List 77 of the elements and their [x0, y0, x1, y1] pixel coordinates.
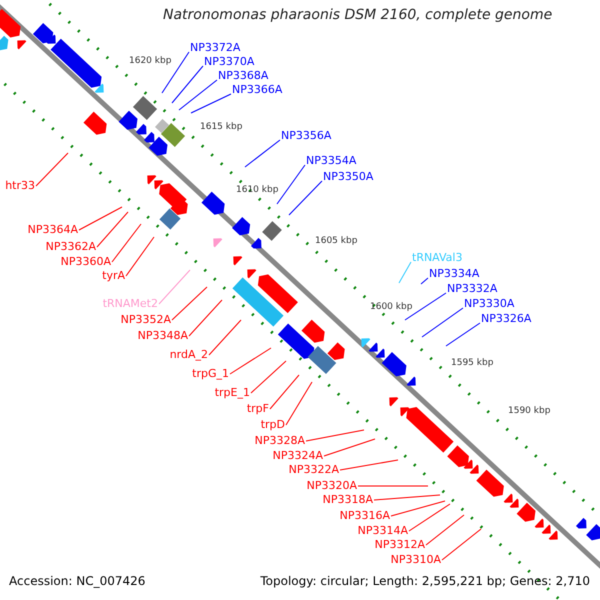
gene-label: NP3324A	[272, 450, 323, 462]
leader-line	[188, 300, 222, 336]
leader-line	[230, 348, 272, 374]
leader-line	[208, 320, 242, 356]
gene-label: NP3318A	[322, 494, 373, 506]
gene-label: NP3372A	[190, 42, 240, 54]
leader-line	[178, 80, 218, 110]
leader-line	[390, 500, 446, 516]
tick-label: 1605 kbp	[315, 235, 358, 247]
tick-label: 1610 kbp	[236, 184, 278, 196]
gene-label: htr33	[5, 180, 35, 192]
gene-label: NP3350A	[323, 171, 374, 183]
gene-label: trpG_1	[192, 368, 229, 380]
leader-line	[420, 278, 428, 284]
gene-label: trpF	[246, 403, 269, 415]
leader-line	[286, 382, 312, 426]
leader-line	[78, 206, 122, 230]
gene-label: NP3348A	[138, 330, 188, 342]
gene-label: NP3334A	[429, 268, 480, 280]
leader-line	[340, 460, 398, 470]
gene-label: tyrA	[102, 270, 125, 282]
leader-line	[288, 180, 322, 216]
gene-label: nrdA_2	[170, 349, 208, 361]
leader-line	[276, 164, 306, 204]
leader-line	[398, 262, 412, 284]
gene-label: tRNAMet2	[102, 298, 158, 310]
tick-label: 1615 kbp	[200, 121, 242, 133]
leader-line	[404, 292, 446, 320]
leader-line	[244, 140, 280, 168]
leader-line	[112, 224, 142, 262]
leader-line	[422, 308, 464, 338]
gene-label: NP3362A	[46, 241, 96, 253]
leader-line	[36, 152, 68, 186]
leader-line	[162, 52, 190, 94]
leader-line	[172, 66, 204, 104]
gene-label: NP3368A	[218, 70, 268, 82]
gene-label: NP3328A	[254, 435, 305, 447]
gene-label: NP3326A	[481, 313, 532, 325]
gene-label: NP3314A	[358, 525, 408, 537]
leader-line	[408, 504, 450, 532]
gene-label: NP3352A	[120, 314, 171, 326]
leader-line	[172, 286, 208, 320]
gene-label: trpD	[260, 419, 285, 431]
gene-label: trpE_1	[214, 387, 250, 399]
gene-label: NP3360A	[60, 256, 111, 268]
tick-label: 1590 kbp	[508, 405, 550, 417]
gene-label: NP3370A	[204, 56, 254, 68]
gene-label: NP3366A	[232, 84, 282, 96]
leader-line	[250, 360, 286, 394]
gene-label: NP3310A	[390, 554, 441, 566]
leader-line	[96, 212, 128, 248]
gene-label: NP3364A	[28, 224, 78, 236]
gene-label: NP3356A	[281, 130, 332, 142]
footer-text: Accession: NC_007426	[9, 574, 146, 589]
leader-line	[446, 322, 480, 346]
leader-line	[442, 528, 482, 560]
leader-line	[374, 494, 440, 500]
title: Natronomonas pharaonis DSM 2160, complete genome	[163, 7, 552, 24]
gene-label: NP3312A	[374, 539, 425, 551]
leader-line	[270, 374, 300, 410]
tick-label: 1600 kbp	[370, 301, 412, 313]
gene-label: NP3332A	[447, 283, 498, 295]
gene-label: NP3330A	[464, 298, 514, 310]
gene-label: tRNAVal3	[412, 252, 462, 264]
gene-label: NP3316A	[340, 510, 390, 522]
leader-line	[126, 236, 154, 276]
leader-line	[324, 438, 376, 456]
leader-line	[306, 430, 364, 442]
leader-line	[426, 514, 464, 546]
footer-text: Topology: circular; Length: 2,595,221 bp; Genes: 2,710	[260, 574, 590, 589]
leader-line	[190, 94, 232, 114]
gene-label: NP3354A	[306, 155, 356, 167]
tick-label: 1595 kbp	[451, 357, 494, 369]
gene-label: NP3320A	[306, 480, 357, 492]
leader-line	[158, 270, 190, 304]
tick-label: 1620 kbp	[129, 55, 172, 67]
gene-label: NP3322A	[288, 464, 339, 476]
